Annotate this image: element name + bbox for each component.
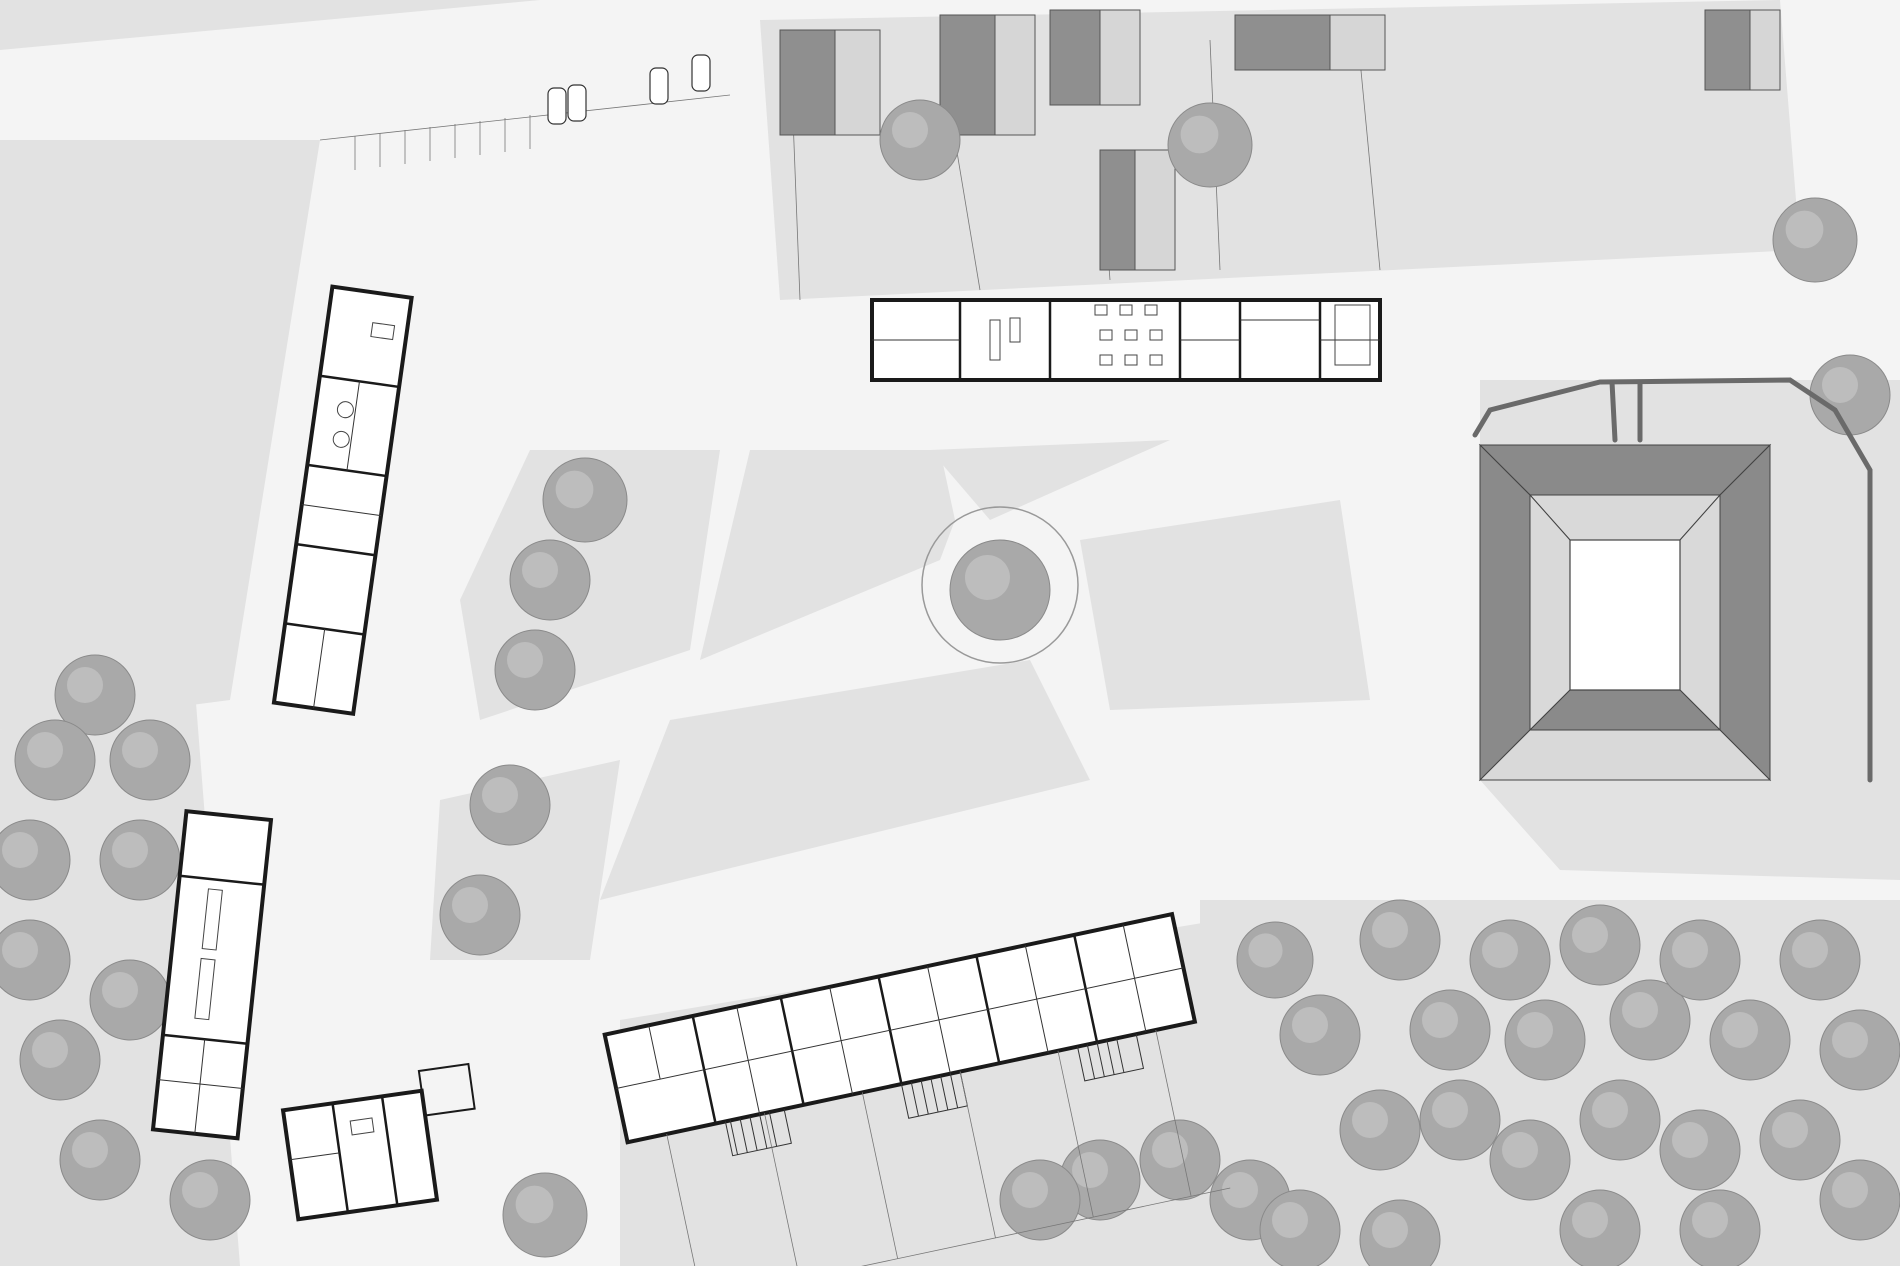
tree: [109, 719, 191, 801]
tree: [1339, 1089, 1421, 1171]
tree: [1819, 1009, 1900, 1091]
tree: [14, 719, 96, 801]
tree: [1819, 1159, 1900, 1241]
tree: [1759, 1099, 1841, 1181]
tree: [1419, 1079, 1501, 1161]
tree: [1772, 197, 1858, 283]
tree: [1779, 919, 1861, 1001]
tree: [494, 629, 576, 711]
tree: [999, 1159, 1081, 1241]
tree: [19, 1019, 101, 1101]
garden-plots: [662, 1029, 1231, 1266]
tree: [1559, 904, 1641, 986]
building-west-upper: [271, 284, 414, 716]
parked-car: [567, 84, 587, 122]
tree: [1679, 1189, 1761, 1266]
tree: [879, 99, 961, 181]
tree: [949, 539, 1051, 641]
tree: [502, 1172, 588, 1258]
tree: [1659, 919, 1741, 1001]
tree: [439, 874, 521, 956]
tree: [1609, 979, 1691, 1061]
tree: [1359, 1199, 1441, 1266]
tree: [1409, 989, 1491, 1071]
tree: [1259, 1189, 1341, 1266]
entry-stairs: [724, 1034, 1145, 1157]
tree: [1279, 994, 1361, 1076]
tree: [1236, 921, 1314, 999]
tree: [542, 457, 628, 543]
tree: [169, 1159, 251, 1241]
parked-car: [649, 67, 669, 105]
trees: [0, 99, 1900, 1266]
building-small-south: [280, 1062, 476, 1222]
tree: [1167, 102, 1253, 188]
parked-car: [547, 87, 567, 125]
tree: [54, 654, 136, 736]
tree: [0, 919, 71, 1001]
tree: [509, 539, 591, 621]
tree: [1709, 999, 1791, 1081]
building-restaurant: [870, 298, 1382, 382]
tree: [1579, 1079, 1661, 1161]
tree: [59, 1119, 141, 1201]
courtyard-building: [1478, 443, 1772, 782]
tree: [469, 764, 551, 846]
building-row-housing: [602, 911, 1231, 1266]
parking-area: [319, 54, 731, 170]
tree: [1469, 919, 1551, 1001]
fences: [1472, 377, 1873, 783]
tree: [0, 819, 71, 901]
tree: [1659, 1109, 1741, 1191]
planting-strips: [779, 9, 1781, 271]
tree: [1139, 1119, 1221, 1201]
parked-car: [691, 54, 711, 92]
tree: [89, 959, 171, 1041]
building-west-lower: [150, 808, 274, 1141]
tree: [1809, 354, 1891, 436]
dining-tables: [1094, 304, 1163, 366]
tree: [1504, 999, 1586, 1081]
tree: [99, 819, 181, 901]
tree: [1489, 1119, 1571, 1201]
tree: [1559, 1189, 1641, 1266]
central-plaza: [921, 506, 1079, 664]
tree: [1359, 899, 1441, 981]
